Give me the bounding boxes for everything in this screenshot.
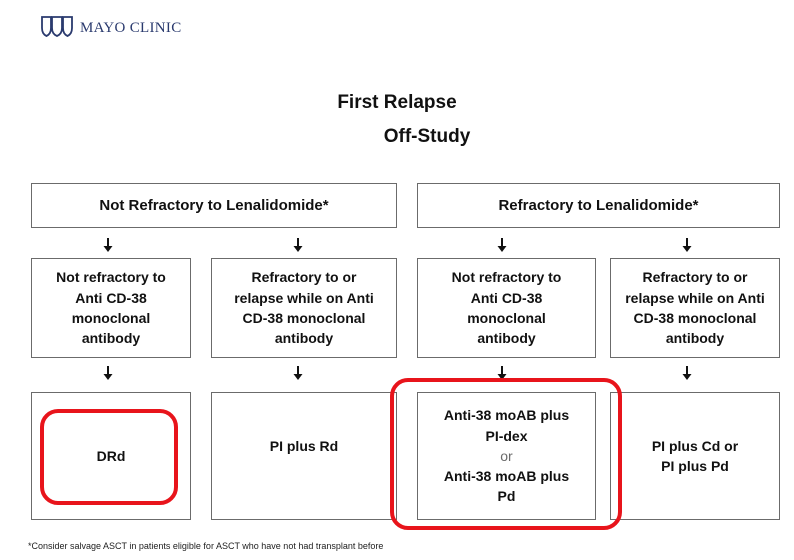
treatment-text: Pd: [497, 488, 516, 505]
highlight-outline-drd: [40, 409, 178, 505]
treatment-text: PI plus Rd: [269, 437, 339, 454]
condition-text: Anti CD-38: [470, 289, 543, 306]
treatment-text: Anti-38 moAB plus: [443, 407, 570, 424]
treatment-box-pi-plus-rd: PI plus Rd: [211, 392, 397, 520]
condition-text: Refractory to or: [642, 269, 748, 286]
highlight-outline-anti38: [390, 378, 622, 530]
condition-text: relapse while on Anti: [625, 289, 765, 306]
header-not-refractory-lenalidomide: Not Refractory to Lenalidomide*: [31, 183, 397, 228]
title-line-2: Off-Study: [383, 126, 471, 147]
condition-box-4: Refractory to or relapse while on Anti C…: [610, 258, 780, 358]
or-label: or: [500, 447, 513, 464]
condition-text: antibody: [274, 330, 334, 347]
treatment-text: PI plus Pd: [661, 458, 729, 474]
header-left-label: Not Refractory to Lenalidomide*: [99, 196, 329, 214]
header-right-label: Refractory to Lenalidomide*: [498, 196, 699, 214]
condition-text: CD-38 monoclonal: [242, 310, 366, 326]
condition-text: Anti CD-38: [75, 289, 147, 306]
condition-box-2: Refractory to or relapse while on Anti C…: [211, 258, 397, 358]
down-arrow-icon: [682, 238, 692, 252]
down-arrow-icon: [103, 366, 113, 380]
condition-text: antibody: [81, 330, 141, 347]
treatment-box-pi-plus-cd-pd: PI plus Cd or PI plus Pd: [610, 392, 780, 520]
down-arrow-icon: [497, 366, 507, 380]
header-refractory-lenalidomide: Refractory to Lenalidomide*: [417, 183, 780, 228]
treatment-text: DRd: [96, 447, 126, 464]
title-line-1: First Relapse: [337, 92, 457, 113]
condition-text: Refractory to or: [251, 269, 357, 286]
treatment-text: PI plus Cd or: [651, 437, 739, 454]
down-arrow-icon: [103, 238, 113, 252]
condition-text: relapse while on Anti: [234, 289, 374, 306]
down-arrow-icon: [293, 238, 303, 252]
treatment-text: Anti-38 moAB plus: [443, 468, 570, 485]
footnote: *Consider salvage ASCT in patients eligi…: [28, 541, 384, 551]
condition-text: CD-38 monoclonal: [633, 310, 757, 326]
treatment-box-anti38: Anti-38 moAB plus PI-dex or Anti-38 moAB…: [417, 392, 596, 520]
logo-text: MAYO CLINIC: [80, 20, 182, 36]
condition-text: Not refractory to: [56, 269, 166, 286]
condition-text: monoclonal: [71, 310, 151, 326]
condition-text: antibody: [477, 330, 536, 347]
condition-box-1: Not refractory to Anti CD-38 monoclonal …: [31, 258, 191, 358]
condition-text: antibody: [665, 330, 725, 347]
down-arrow-icon: [293, 366, 303, 380]
down-arrow-icon: [682, 366, 692, 380]
condition-box-3: Not refractory to Anti CD-38 monoclonal …: [417, 258, 596, 358]
mayo-clinic-logo: MAYO CLINIC: [40, 14, 182, 43]
treatment-text: PI-dex: [485, 427, 528, 444]
mayo-shields-icon: [40, 14, 74, 43]
down-arrow-icon: [497, 238, 507, 252]
condition-text: monoclonal: [467, 310, 546, 326]
condition-text: Not refractory to: [451, 269, 562, 286]
